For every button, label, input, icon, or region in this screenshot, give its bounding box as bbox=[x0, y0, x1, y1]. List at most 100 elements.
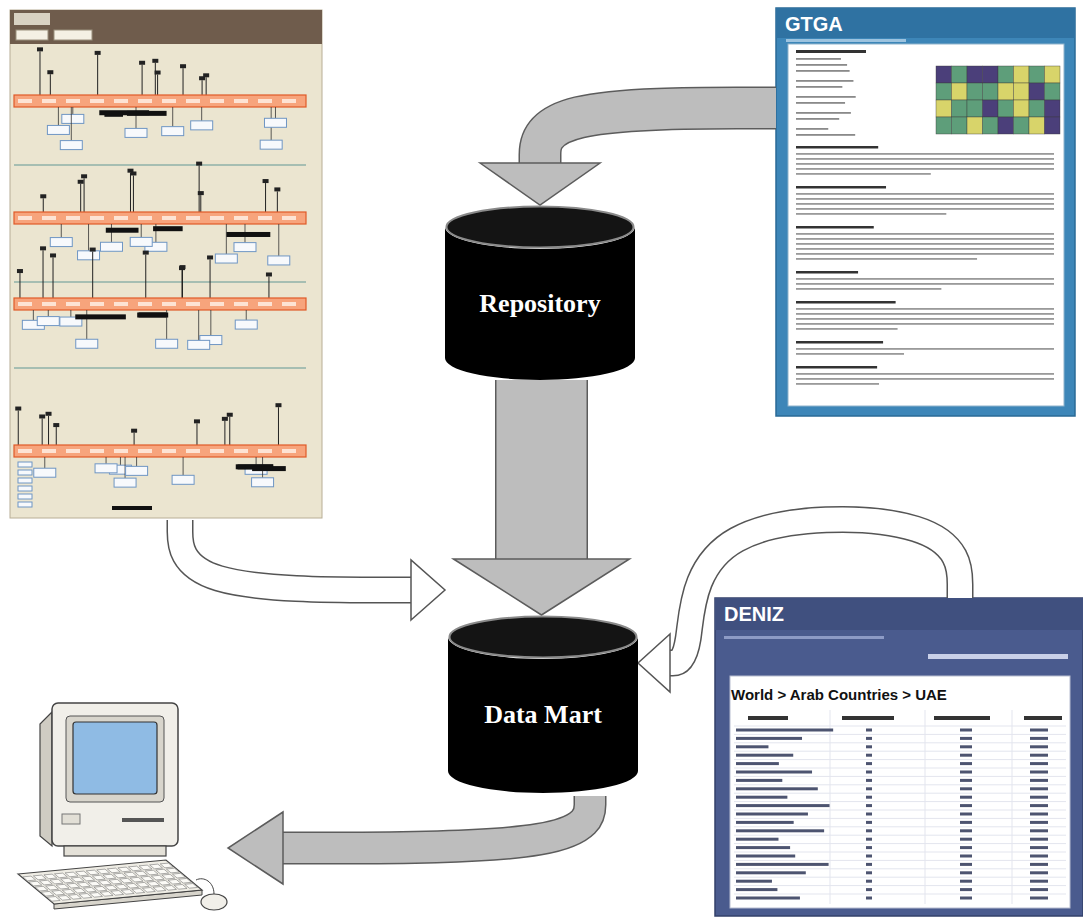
title-bar bbox=[715, 598, 1083, 630]
feature-box bbox=[34, 468, 56, 477]
band-mark bbox=[138, 99, 152, 103]
marker-cap bbox=[194, 419, 200, 423]
marker-cap bbox=[203, 73, 209, 77]
table-rule bbox=[734, 818, 1066, 819]
mouse-cord bbox=[196, 879, 214, 894]
cylinder-top bbox=[450, 617, 637, 658]
region-bar bbox=[75, 314, 126, 319]
text-bar bbox=[796, 186, 886, 189]
key bbox=[126, 883, 139, 888]
band-mark bbox=[210, 99, 224, 103]
marker-cap bbox=[15, 407, 21, 411]
feature-leader bbox=[48, 310, 49, 317]
logo-block bbox=[14, 13, 50, 25]
table-cell bbox=[866, 838, 872, 841]
marker-tick bbox=[155, 63, 156, 95]
marker-cap bbox=[263, 179, 269, 183]
feature-box bbox=[130, 237, 152, 246]
key bbox=[50, 879, 63, 884]
key bbox=[62, 889, 75, 894]
feature-box bbox=[76, 339, 98, 348]
feature-leader bbox=[120, 457, 121, 465]
table-cell bbox=[1030, 855, 1048, 858]
text-bar bbox=[796, 193, 1054, 195]
table-cell bbox=[960, 838, 972, 841]
band-mark bbox=[258, 302, 272, 306]
key bbox=[54, 873, 67, 878]
band-mark bbox=[18, 216, 32, 220]
table-cell bbox=[960, 829, 972, 832]
text-bar bbox=[796, 86, 842, 88]
grid-cell bbox=[1029, 100, 1045, 117]
text-bar bbox=[796, 253, 1054, 255]
table-cell bbox=[866, 796, 872, 799]
button bbox=[54, 30, 92, 40]
grid-cell bbox=[1045, 66, 1061, 83]
marker-cap bbox=[143, 251, 149, 255]
table-cell bbox=[866, 804, 872, 807]
marker-cap bbox=[40, 194, 46, 198]
text-bar bbox=[796, 134, 855, 136]
marker-tick bbox=[145, 255, 146, 298]
key bbox=[88, 881, 101, 886]
marker-tick bbox=[43, 250, 44, 298]
marker-cap bbox=[196, 162, 202, 166]
panel-frame bbox=[715, 598, 1083, 916]
feature-leader bbox=[44, 457, 45, 468]
text-bar bbox=[796, 313, 1054, 315]
feature-leader bbox=[183, 457, 184, 475]
arrow-head bbox=[480, 163, 600, 205]
flow-arrow bbox=[480, 108, 776, 205]
grid-cell bbox=[998, 66, 1014, 83]
table-cell bbox=[736, 796, 787, 799]
text-bar bbox=[796, 353, 904, 355]
feature-leader bbox=[58, 107, 59, 125]
table-cell bbox=[736, 880, 772, 883]
table-cell bbox=[960, 796, 972, 799]
key bbox=[147, 881, 160, 886]
table-cell bbox=[736, 787, 818, 790]
feature-box bbox=[47, 125, 69, 134]
table-cell bbox=[960, 771, 972, 774]
key bbox=[33, 875, 46, 880]
table-rule bbox=[734, 810, 1066, 811]
region-bar bbox=[106, 228, 139, 233]
text-bar bbox=[796, 70, 850, 72]
menu-bar bbox=[928, 654, 1068, 659]
key bbox=[100, 892, 113, 897]
key bbox=[151, 875, 164, 880]
marker-tick bbox=[43, 198, 44, 212]
band-mark bbox=[210, 216, 224, 220]
feature-box bbox=[95, 464, 117, 473]
feature-leader bbox=[275, 107, 276, 118]
grid-cell bbox=[998, 100, 1014, 117]
table-cell bbox=[1030, 796, 1048, 799]
key bbox=[120, 878, 133, 883]
feature-box bbox=[234, 243, 256, 252]
table-header bbox=[842, 716, 894, 720]
key bbox=[141, 876, 154, 881]
table-cell bbox=[1030, 846, 1048, 849]
feature-leader bbox=[70, 310, 71, 317]
band-mark bbox=[282, 302, 296, 306]
table-cell bbox=[960, 846, 972, 849]
marker-tick bbox=[206, 77, 207, 95]
screen-bezel bbox=[66, 716, 164, 802]
band-mark bbox=[186, 99, 200, 103]
database-cylinder: Repository bbox=[445, 205, 635, 380]
band-mark bbox=[234, 302, 248, 306]
table-rule bbox=[734, 835, 1066, 836]
grid-cell bbox=[952, 100, 968, 117]
arrow-shaft bbox=[180, 520, 412, 590]
arrow-head bbox=[454, 559, 630, 615]
text-bar bbox=[796, 233, 1054, 235]
key bbox=[107, 868, 120, 873]
feature-leader bbox=[33, 310, 34, 320]
gene-band bbox=[14, 95, 306, 107]
table-cell bbox=[1030, 888, 1048, 891]
text-bar bbox=[796, 366, 877, 369]
band-mark bbox=[90, 99, 104, 103]
key bbox=[35, 886, 48, 891]
text-bar bbox=[796, 226, 874, 229]
key bbox=[166, 868, 179, 873]
